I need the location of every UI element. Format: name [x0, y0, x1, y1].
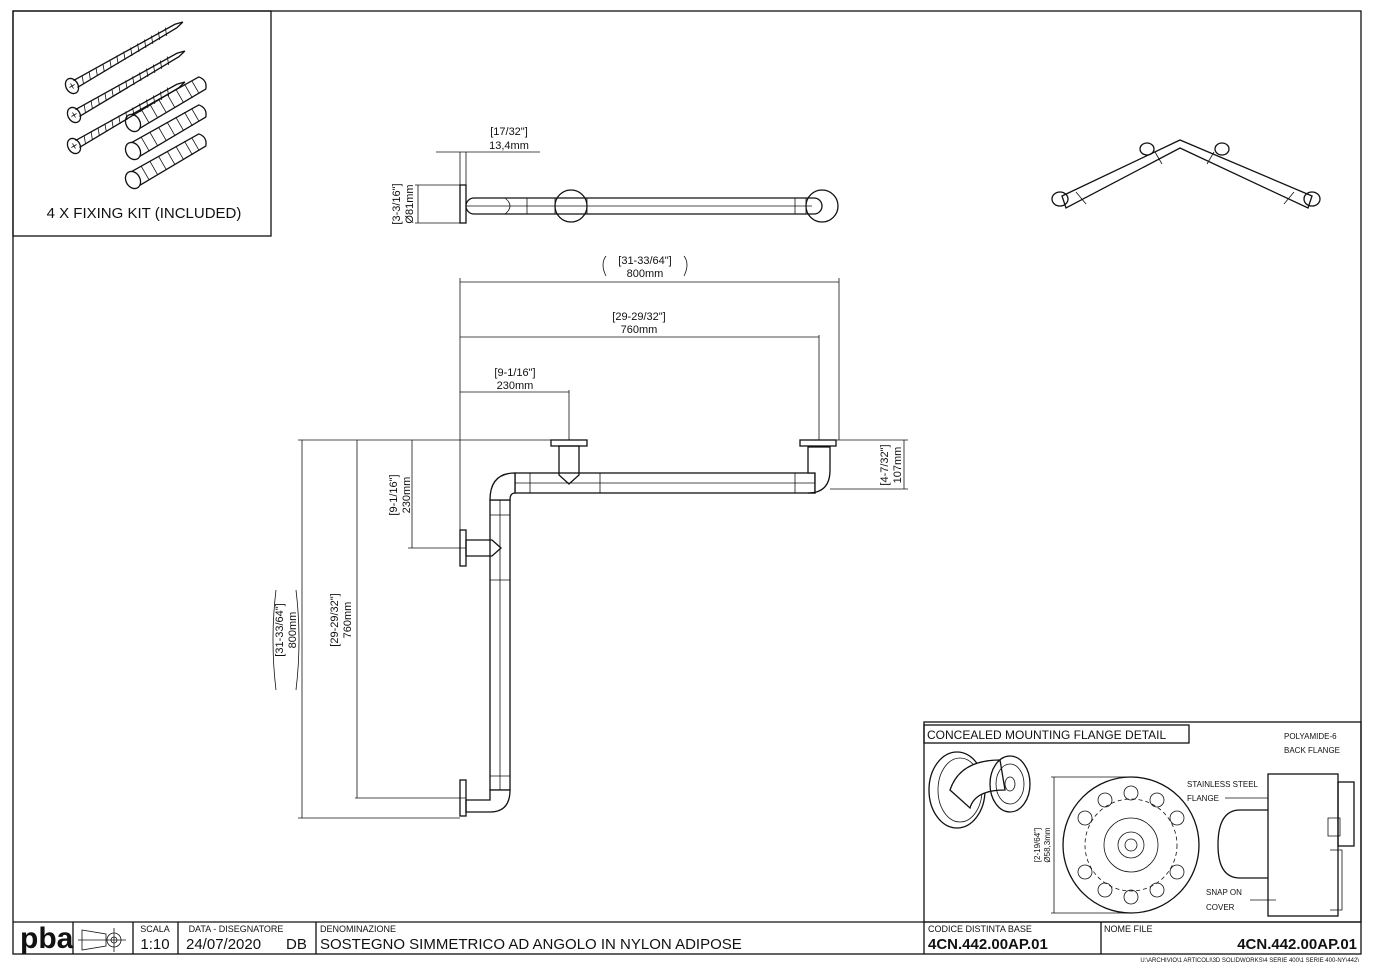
- scale-value: 1:10: [140, 936, 169, 953]
- dim-height-inner-mm: 760mm: [342, 602, 354, 639]
- name-value: SOSTEGNO SIMMETRICO AD ANGOLO IN NYLON A…: [320, 936, 742, 953]
- flange-detail-title: CONCEALED MOUNTING FLANGE DETAIL: [927, 728, 1166, 742]
- date-label: DATA - DISEGNATORE: [189, 924, 284, 934]
- dim-overall-mm: 800mm: [627, 268, 664, 280]
- dim-overall-in: [31-33/64"]: [618, 255, 671, 267]
- scale-label: SCALA: [140, 924, 170, 934]
- flange-dia-in: [3-3/16"]: [391, 183, 403, 224]
- label-back-flange-1: POLYAMIDE-6: [1284, 732, 1337, 741]
- company-logo: pba: [20, 922, 74, 955]
- flange-front: [2-19/64"] Ø58,3mm: [1033, 776, 1200, 914]
- label-snap-cover-2: COVER: [1206, 903, 1235, 912]
- flange-section: [1217, 773, 1355, 917]
- code-value: 4CN.442.00AP.01: [928, 936, 1048, 953]
- label-steel-flange-2: FLANGE: [1187, 794, 1219, 803]
- flange-dia-mm: Ø81mm: [404, 184, 416, 223]
- dim-height-support-in: [9-1/16"]: [388, 474, 400, 515]
- front-view: [459, 439, 837, 817]
- dim-depth-mm: 107mm: [892, 447, 904, 484]
- file-value: 4CN.442.00AP.01: [1237, 936, 1357, 953]
- code-label: CODICE DISTINTA BASE: [928, 924, 1032, 934]
- dim-height-mm: 800mm: [287, 612, 299, 649]
- label-back-flange-2: BACK FLANGE: [1284, 746, 1340, 755]
- dim-height-inner-in: [29-29/32"]: [329, 593, 341, 646]
- flange-detail-dia-in: [2-19/64"]: [1033, 828, 1042, 862]
- horizontal-dimensions: [31-33/64"] 800mm [29-29/32"] 760mm [9-1…: [459, 255, 840, 530]
- name-label: DENOMINAZIONE: [320, 924, 396, 934]
- dim-inner-in: [29-29/32"]: [612, 311, 665, 323]
- designer-value: DB: [286, 936, 307, 953]
- wall-plug-illustration: [124, 76, 207, 190]
- vertical-dimensions: [31-33/64"] 800mm [29-29/32"] 760mm [9-1…: [272, 439, 908, 819]
- dim-support-mm: 230mm: [497, 380, 534, 392]
- dim-inner-mm: 760mm: [621, 324, 658, 336]
- dim-depth-in: [4-7/32"]: [879, 444, 891, 485]
- file-label: NOME FILE: [1104, 924, 1153, 934]
- flange-detail-dia-mm: Ø58,3mm: [1043, 827, 1052, 862]
- dim-support-in: [9-1/16"]: [494, 367, 535, 379]
- screw-illustration: [64, 21, 186, 155]
- label-snap-cover-1: SNAP ON: [1206, 888, 1242, 897]
- title-block: pba SCALA 1:10 DATA - DISEGNATORE 24/07/…: [13, 921, 1361, 964]
- dim-height-support-mm: 230mm: [401, 477, 413, 514]
- dim-height-in: [31-33/64"]: [274, 603, 286, 656]
- label-steel-flange-1: STAINLESS STEEL: [1187, 780, 1259, 789]
- file-path: U:\ARCHIVIO\1 ARTICOLI\3D SOLIDWORKS\4 S…: [1140, 958, 1359, 964]
- isometric-view: [1051, 139, 1321, 209]
- flange-detail-panel: CONCEALED MOUNTING FLANGE DETAIL: [923, 721, 1362, 923]
- flange-thickness-mm: 13,4mm: [489, 140, 529, 152]
- date-value: 24/07/2020: [186, 936, 261, 953]
- fixing-kit-caption: 4 X FIXING KIT (INCLUDED): [47, 205, 242, 222]
- flange-thickness-in: [17/32"]: [490, 126, 528, 138]
- fixing-kit-panel: 4 X FIXING KIT (INCLUDED): [12, 10, 272, 237]
- projection-symbol: [78, 928, 126, 952]
- sheet-border: [12, 10, 1362, 955]
- top-view: [17/32"] 13,4mm [3-3/16"] Ø81mm: [391, 126, 839, 225]
- flange-iso: [928, 751, 1031, 829]
